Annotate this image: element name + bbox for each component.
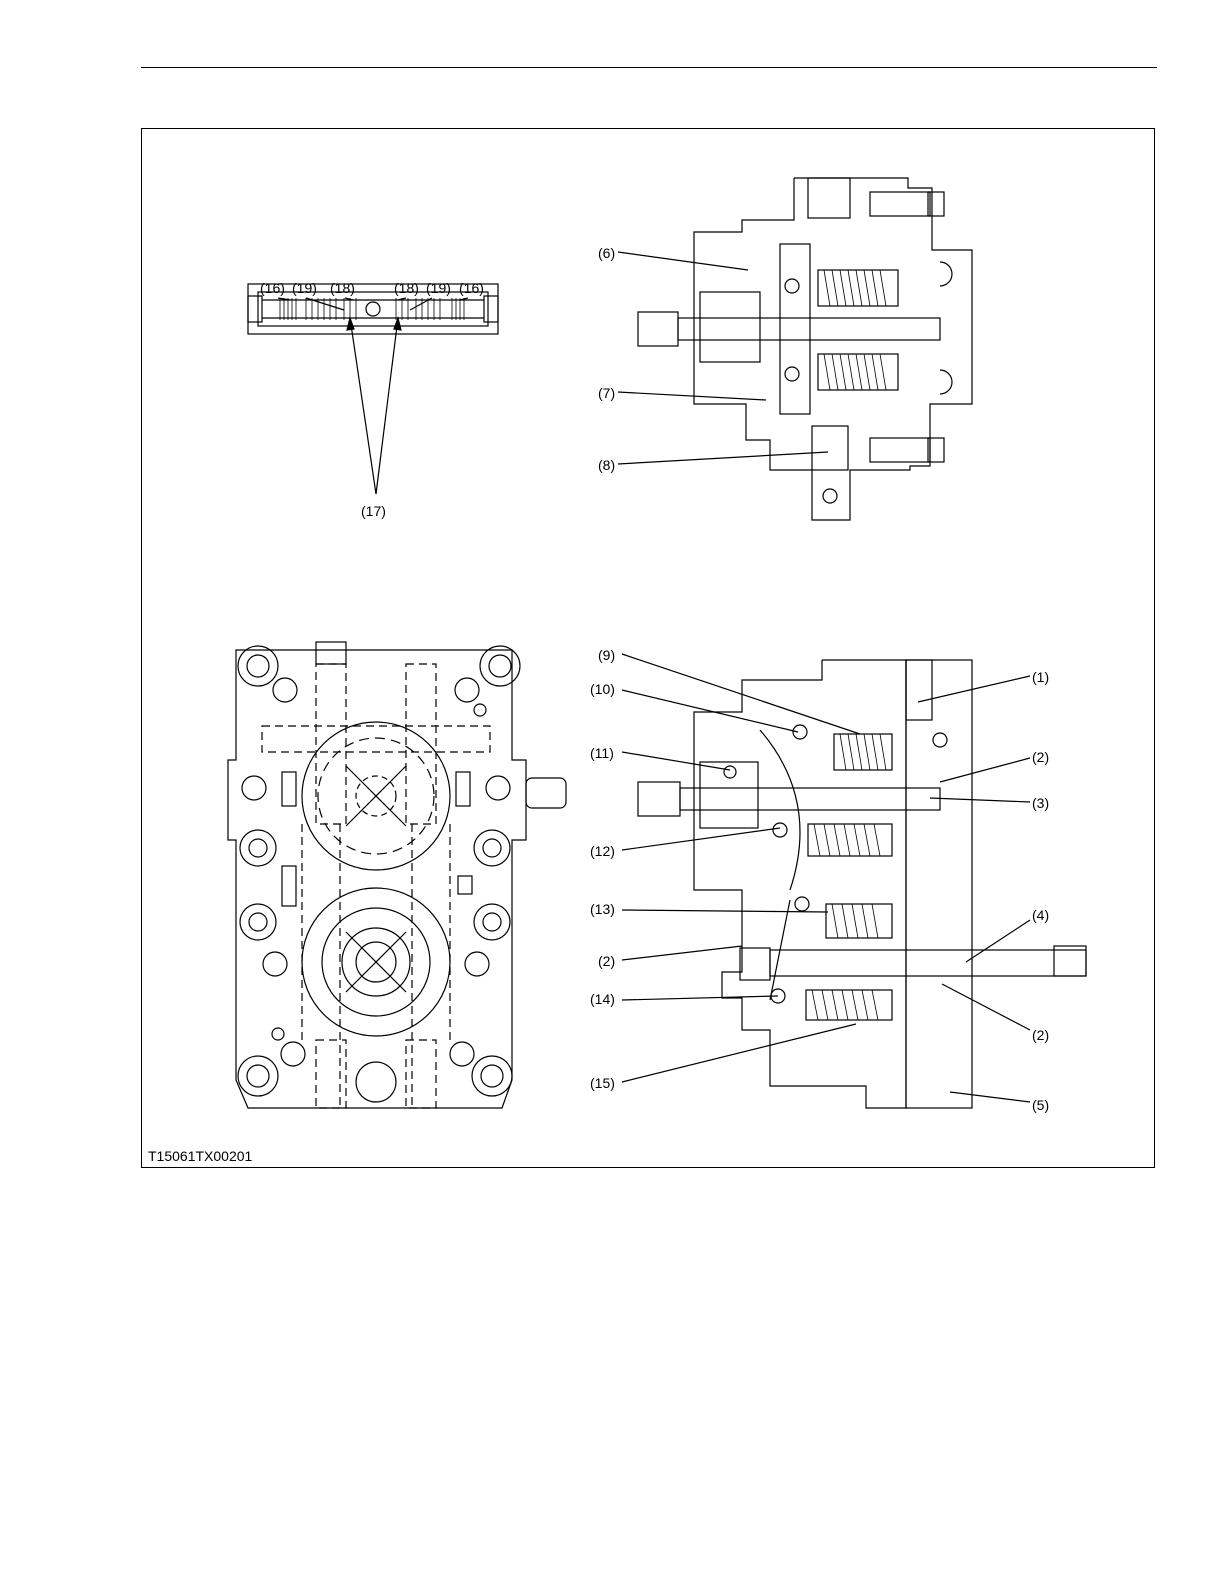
- label-2-left: (2): [598, 953, 615, 969]
- label-4: (4): [1032, 907, 1049, 923]
- bottom-section-view: [622, 654, 1086, 1108]
- label-8: (8): [598, 457, 615, 473]
- label-19-right: (19): [426, 280, 451, 296]
- top-section-view: [618, 178, 972, 520]
- front-view: [228, 642, 566, 1108]
- label-19-left: (19): [292, 280, 317, 296]
- label-18-left: (18): [330, 280, 355, 296]
- label-16-right: (16): [459, 280, 484, 296]
- label-9: (9): [598, 647, 615, 663]
- label-15: (15): [590, 1075, 615, 1091]
- label-6: (6): [598, 245, 615, 261]
- label-18-right: (18): [394, 280, 419, 296]
- label-7: (7): [598, 385, 615, 401]
- label-10: (10): [590, 681, 615, 697]
- figure-code: T15061TX00201: [148, 1148, 252, 1164]
- label-14: (14): [590, 991, 615, 1007]
- label-3: (3): [1032, 795, 1049, 811]
- label-13: (13): [590, 901, 615, 917]
- charge-valve-detail: [248, 284, 498, 494]
- label-1: (1): [1032, 669, 1049, 685]
- label-16-left: (16): [260, 280, 285, 296]
- label-2-lower: (2): [1032, 1027, 1049, 1043]
- label-17: (17): [361, 503, 386, 519]
- label-12: (12): [590, 843, 615, 859]
- label-11: (11): [590, 745, 614, 761]
- label-5: (5): [1032, 1097, 1049, 1113]
- label-2-upper: (2): [1032, 749, 1049, 765]
